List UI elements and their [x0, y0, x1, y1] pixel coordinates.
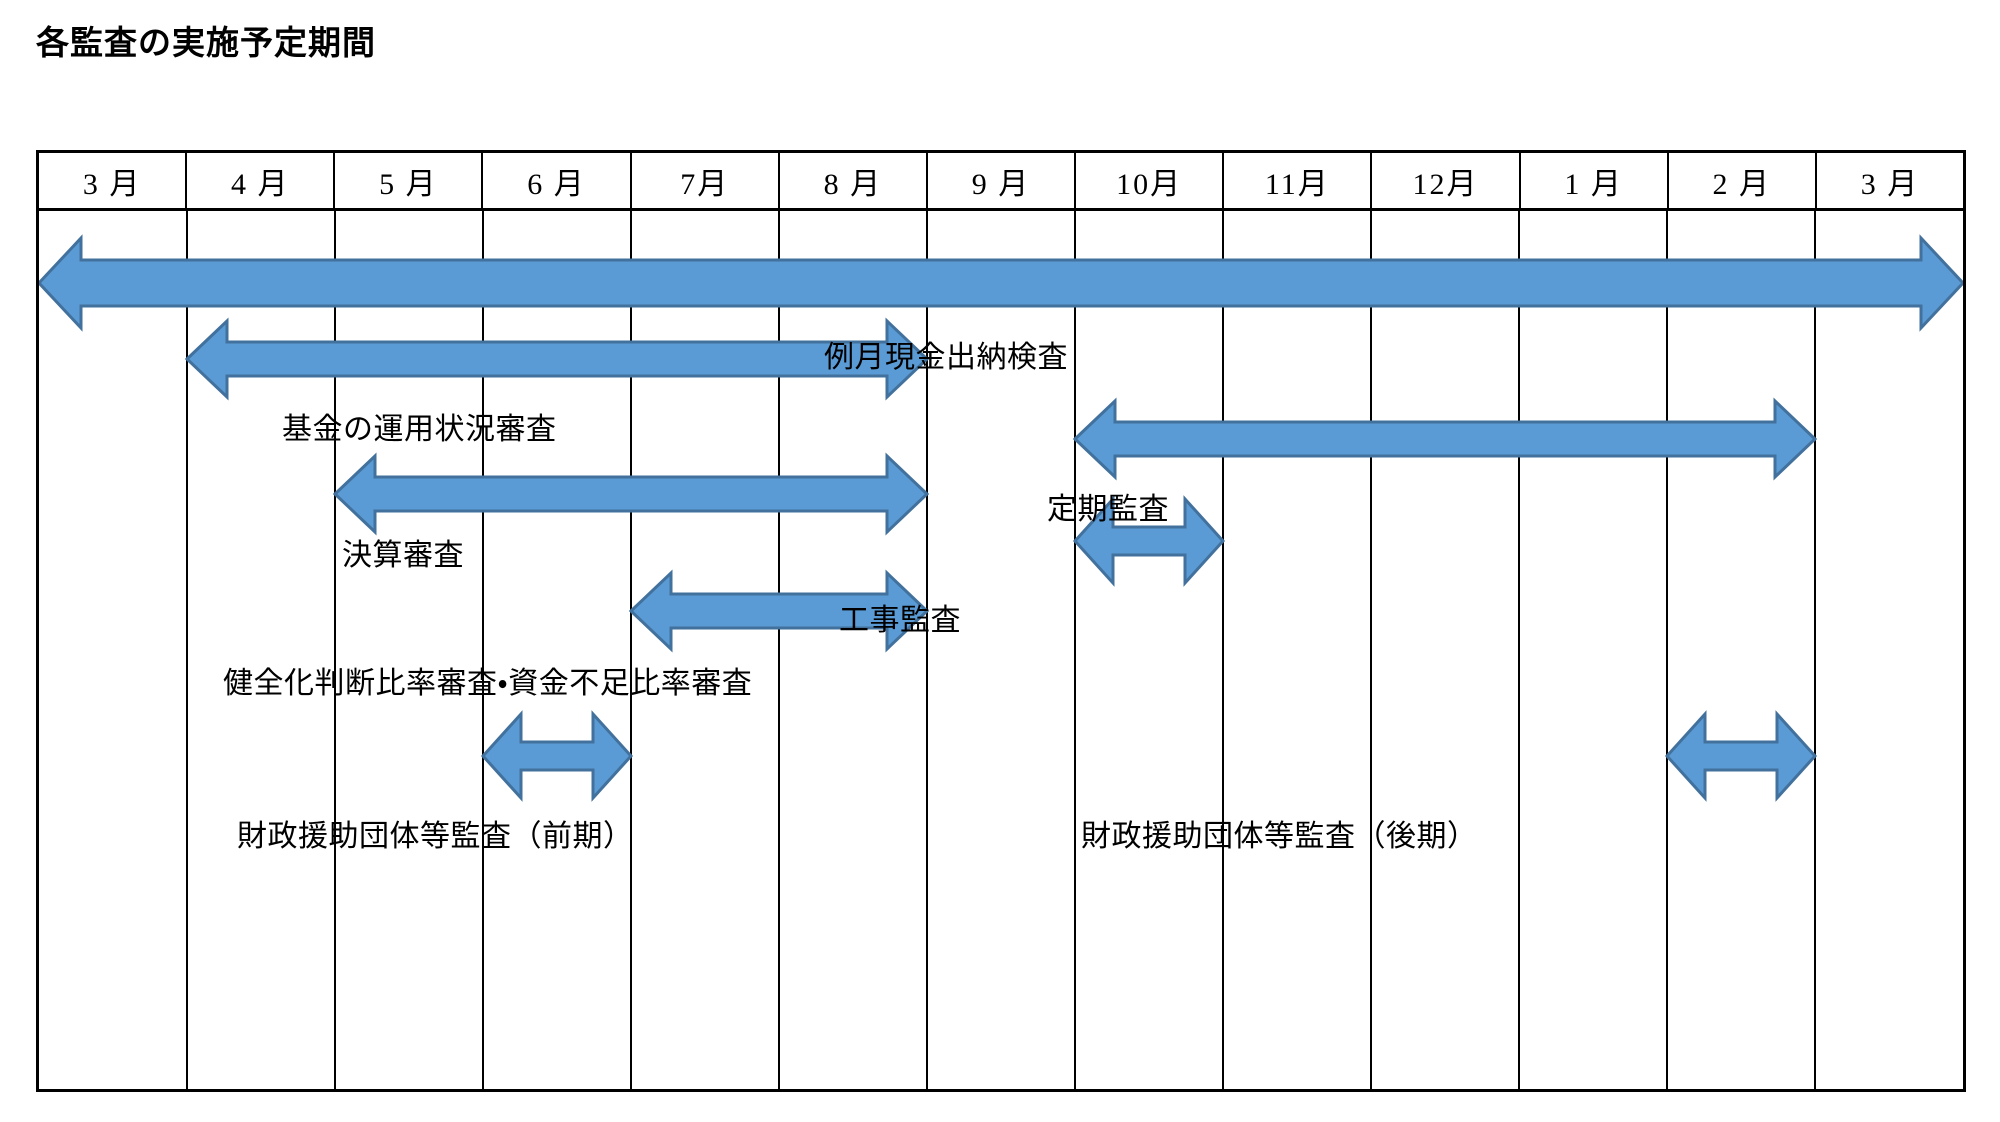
grid-line-4 — [630, 211, 632, 1089]
task-label-kenzenka: 健全化判断比率審査・資金不足比率審査 — [223, 667, 753, 700]
month-header-row: 3 月 4 月 5 月 6 月 7月 8 月 9 月 10月 11月 12月 1… — [39, 153, 1963, 211]
grid-line-1 — [186, 211, 188, 1089]
month-header-cell-9: 12月 — [1372, 153, 1521, 208]
task-label-kikin: 基金の運用状況審査 — [282, 413, 557, 446]
gantt-arrow-3 — [332, 452, 930, 536]
grid-line-12 — [1814, 211, 1816, 1089]
gantt-grid: 3 月 4 月 5 月 6 月 7月 8 月 9 月 10月 11月 12月 1… — [36, 150, 1966, 1092]
gantt-arrow-1 — [39, 234, 1963, 332]
month-header-cell-6: 9 月 — [928, 153, 1077, 208]
month-header-cell-4: 7月 — [632, 153, 780, 208]
gantt-arrow-4 — [628, 569, 930, 653]
month-header-cell-7: 10月 — [1076, 153, 1225, 208]
grid-line-7 — [1074, 211, 1076, 1089]
month-header-cell-3: 6 月 — [483, 153, 632, 208]
gantt-arrow-7 — [480, 710, 634, 802]
month-header-cell-10: 1 月 — [1521, 153, 1669, 208]
month-header-cell-11: 2 月 — [1669, 153, 1817, 208]
month-header-cell-2: 5 月 — [335, 153, 484, 208]
grid-line-8 — [1222, 211, 1224, 1089]
page-title: 各監査の実施予定期間 — [36, 24, 376, 61]
month-header-cell-12: 3 月 — [1860, 167, 1920, 201]
task-label-zaisei-koki: 財政援助団体等監査（後期） — [1081, 820, 1478, 853]
grid-line-10 — [1518, 211, 1520, 1089]
task-label-kessan: 決算審査 — [342, 539, 464, 572]
grid-line-6 — [926, 211, 928, 1089]
grid-line-3 — [482, 211, 484, 1089]
month-header-cell-0: 3 月 — [39, 153, 188, 208]
grid-line-5 — [778, 211, 780, 1089]
task-label-zaisei-zenki: 財政援助団体等監査（前期） — [237, 820, 634, 853]
month-header-cell-1: 4 月 — [187, 153, 336, 208]
grid-line-11 — [1666, 211, 1668, 1089]
gantt-arrow-8 — [1664, 710, 1818, 802]
gantt-arrow-2 — [184, 317, 930, 401]
grid-line-9 — [1370, 211, 1372, 1089]
task-label-reigetsu: 例月現金出納検査 — [824, 341, 1068, 374]
task-label-teiki: 定期監査 — [1047, 493, 1169, 526]
gantt-arrow-5 — [1072, 397, 1818, 481]
month-header-cell-8: 11月 — [1224, 153, 1373, 208]
gantt-body: 例月現金出納検査 基金の運用状況審査 決算審査 健全化判断比率審査・資金不足比率… — [39, 211, 1963, 1089]
month-header-cell-5: 8 月 — [780, 153, 928, 208]
gantt-arrow-6 — [1072, 495, 1226, 587]
grid-line-2 — [334, 211, 336, 1089]
task-label-koji: 工事監査 — [839, 604, 961, 637]
